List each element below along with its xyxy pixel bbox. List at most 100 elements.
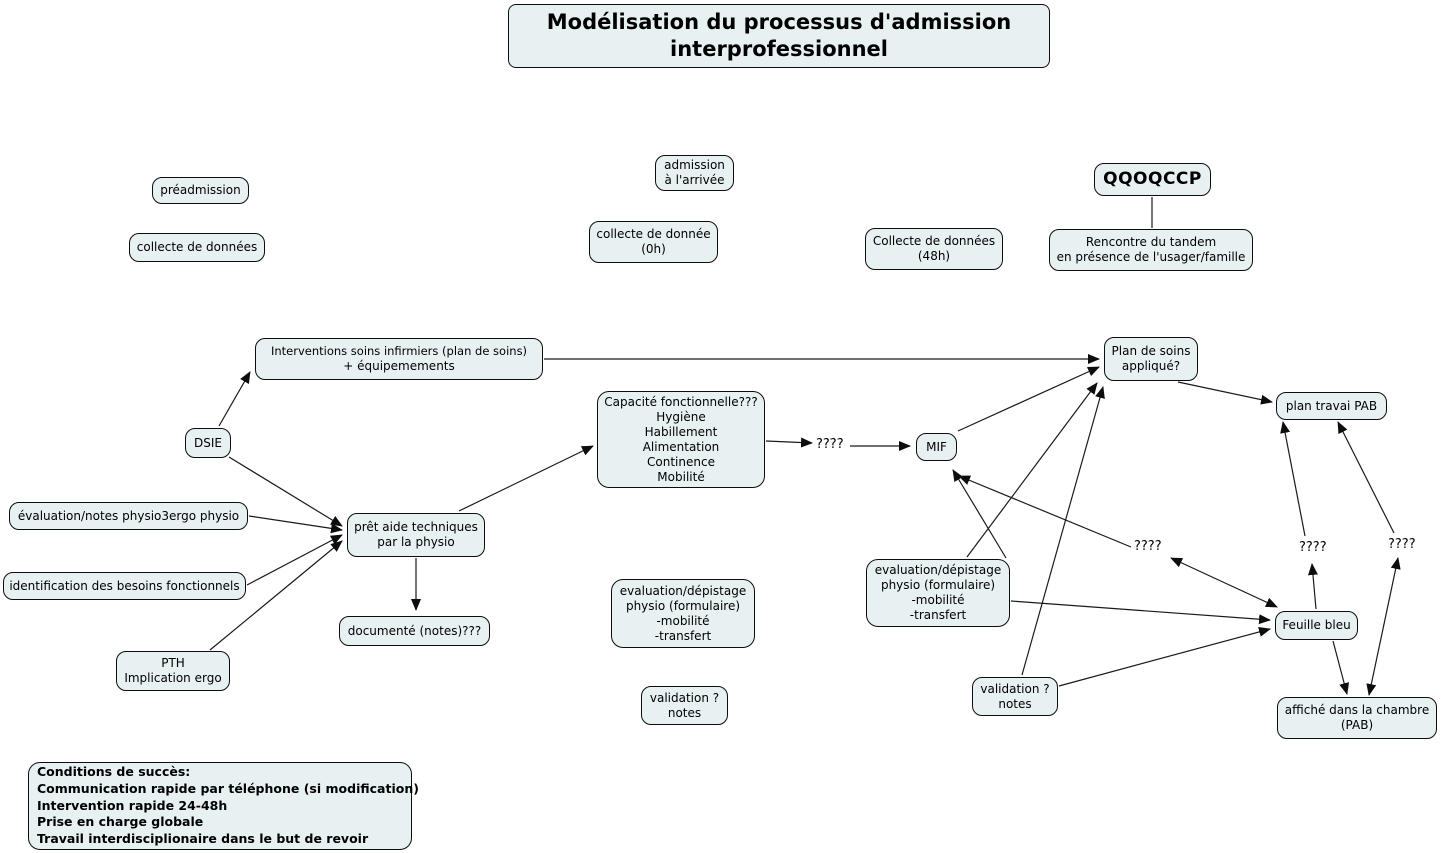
edge-qleft-mif bbox=[958, 475, 1132, 548]
node-capacite-line-5: Continence bbox=[647, 454, 715, 469]
node-mif[interactable]: MIF bbox=[916, 433, 957, 461]
edge-capacite-qmif bbox=[765, 437, 813, 448]
node-plan-travai-pab[interactable]: plan travai PAB bbox=[1276, 392, 1387, 420]
node-preadmission-label: préadmission bbox=[160, 183, 241, 197]
edge-evalright-feuille bbox=[1010, 600, 1271, 625]
node-eval-right-line-2: physio (formulaire) bbox=[880, 578, 996, 592]
edge-label-capacite-mif[interactable]: ???? bbox=[816, 437, 844, 452]
node-capacite-line-4: Alimentation bbox=[642, 439, 720, 454]
edge-validright-plansoins bbox=[1021, 386, 1105, 676]
node-conditions-de-succes[interactable]: Conditions de succès: Communication rapi… bbox=[28, 762, 419, 850]
node-feuille-bleu[interactable]: Feuille bleu bbox=[1275, 611, 1358, 640]
node-eval-right-line-4: -transfert bbox=[909, 608, 967, 622]
edge-validright-feuille bbox=[1058, 627, 1271, 687]
edge-evalright-mif bbox=[952, 469, 1007, 559]
edge-evalright-plansoins bbox=[966, 382, 1098, 558]
edge-qmid-plantravai bbox=[1280, 421, 1306, 537]
node-documente-label: documenté (notes)??? bbox=[347, 623, 482, 638]
conditions-line-3: Intervention rapide 24-48h bbox=[37, 797, 228, 813]
node-evaluation-depistage-right[interactable]: evaluation/dépistage physio (formulaire)… bbox=[866, 559, 1010, 627]
node-interventions-soins-infirmiers[interactable]: Interventions soins infirmiers (plan de … bbox=[255, 338, 543, 380]
edge-evalnotes-pret bbox=[248, 515, 343, 534]
edge-label-feuille-plantravai[interactable]: ???? bbox=[1299, 540, 1327, 555]
node-admission-line-1: admission bbox=[664, 158, 725, 172]
node-qqoqccp-label: QQOQCCP bbox=[1103, 169, 1202, 189]
node-admission-line-2: à l'arrivée bbox=[664, 173, 725, 187]
node-plan-soins-line-1: Plan de soins bbox=[1111, 344, 1191, 358]
node-validation-right-line-1: validation ? bbox=[980, 681, 1050, 696]
edge-affiche-qright bbox=[1366, 557, 1401, 696]
conditions-line-5: Travail interdisciplionaire dans le but … bbox=[37, 831, 369, 847]
node-preadmission[interactable]: préadmission bbox=[152, 177, 249, 204]
node-dsie[interactable]: DSIE bbox=[185, 428, 231, 458]
conditions-line-1: Conditions de succès: bbox=[37, 764, 191, 780]
edge-dsie-interventions bbox=[218, 371, 251, 427]
node-affiche-line-1: affiché dans la chambre bbox=[1284, 703, 1430, 717]
conditions-line-4: Prise en charge globale bbox=[37, 814, 204, 830]
node-mif-label: MIF bbox=[926, 439, 947, 454]
node-rencontre-line-2: en présence de l'usager/famille bbox=[1056, 250, 1246, 264]
node-plan-de-soins-applique[interactable]: Plan de soins appliqué? bbox=[1104, 337, 1198, 381]
node-validation-notes-center[interactable]: validation ? notes bbox=[641, 686, 728, 725]
node-collecte-pre-label: collecte de données bbox=[136, 240, 258, 254]
node-collecte-48h-line-1: Collecte de données bbox=[872, 234, 996, 248]
node-eval-center-line-3: -mobilité bbox=[656, 613, 710, 628]
node-capacite-line-2: Hygiène bbox=[656, 409, 706, 424]
edge-identification-pret bbox=[246, 534, 343, 586]
node-capacite-line-3: Habillement bbox=[644, 424, 718, 439]
node-rencontre-line-1: Rencontre du tandem bbox=[1085, 235, 1217, 249]
edge-mif-plansoins bbox=[957, 366, 1100, 432]
node-pth-implication-ergo[interactable]: PTH Implication ergo bbox=[116, 651, 230, 691]
node-documente-notes[interactable]: documenté (notes)??? bbox=[339, 616, 490, 646]
node-eval-center-line-2: physio (formulaire) bbox=[625, 598, 741, 613]
edge-label-affiche-plantravai[interactable]: ???? bbox=[1388, 537, 1416, 552]
node-validation-notes-right[interactable]: validation ? notes bbox=[972, 677, 1058, 716]
node-pth-line-1: PTH bbox=[161, 656, 185, 670]
node-validation-center-line-1: validation ? bbox=[649, 690, 720, 705]
edge-qright-plantravai bbox=[1337, 421, 1395, 534]
node-collecte-donnee-0h[interactable]: collecte de donnée (0h) bbox=[589, 221, 718, 263]
node-collecte-0h-line-1: collecte de donnée bbox=[596, 227, 711, 241]
node-plan-travai-label: plan travai PAB bbox=[1285, 398, 1378, 413]
node-collecte-donnees-48h[interactable]: Collecte de données (48h) bbox=[865, 228, 1003, 270]
node-title: Modélisation du processus d'admission in… bbox=[508, 4, 1050, 68]
node-identification-label: identification des besoins fonctionnels bbox=[9, 578, 240, 593]
node-eval-right-line-3: -mobilité bbox=[911, 593, 965, 607]
title-line-1: Modélisation du processus d'admission bbox=[546, 10, 1012, 34]
node-evaluation-notes-physio-ergo[interactable]: évaluation/notes physio3ergo physio bbox=[9, 502, 248, 530]
node-dsie-label: DSIE bbox=[194, 435, 222, 450]
conditions-line-2: Communication rapide par téléphone (si m… bbox=[37, 780, 419, 796]
node-capacite-fonctionnelle[interactable]: Capacité fonctionnelle??? Hygiène Habill… bbox=[597, 391, 765, 488]
node-eval-notes-label: évaluation/notes physio3ergo physio bbox=[17, 508, 240, 523]
node-collecte-48h-line-2: (48h) bbox=[917, 249, 951, 263]
node-collecte-donnees-preadmission[interactable]: collecte de données bbox=[129, 233, 265, 262]
edge-qleft-feuille bbox=[1170, 557, 1278, 608]
node-pret-line-2: par la physio bbox=[377, 535, 455, 549]
node-eval-right-line-1: evaluation/dépistage bbox=[874, 563, 1002, 577]
node-eval-center-line-1: evaluation/dépistage bbox=[619, 583, 747, 598]
edge-label-mif-feuille[interactable]: ???? bbox=[1134, 539, 1162, 554]
node-collecte-0h-line-2: (0h) bbox=[641, 242, 666, 256]
edge-feuille-qmid bbox=[1307, 563, 1318, 610]
node-evaluation-depistage-center[interactable]: evaluation/dépistage physio (formulaire)… bbox=[611, 579, 755, 648]
edge-feuille-affiche bbox=[1332, 640, 1350, 695]
node-pret-line-1: prêt aide techniques bbox=[354, 520, 478, 534]
node-pret-aide-techniques[interactable]: prêt aide techniques par la physio bbox=[347, 513, 485, 557]
node-affiche-chambre-pab[interactable]: affiché dans la chambre (PAB) bbox=[1277, 697, 1437, 739]
node-eval-center-line-4: -transfert bbox=[654, 628, 712, 643]
node-identification-besoins[interactable]: identification des besoins fonctionnels bbox=[3, 572, 246, 600]
node-plan-soins-line-2: appliqué? bbox=[1121, 359, 1181, 373]
node-affiche-line-2: (PAB) bbox=[1340, 718, 1374, 732]
node-pth-line-2: Implication ergo bbox=[124, 671, 222, 685]
edge-dsie-pret bbox=[228, 456, 343, 527]
node-admission-arrivee[interactable]: admission à l'arrivée bbox=[655, 155, 734, 191]
node-interventions-line-2: + équipemements bbox=[343, 359, 455, 373]
node-validation-right-line-2: notes bbox=[998, 696, 1032, 711]
title-line-2: interprofessionnel bbox=[670, 37, 888, 61]
node-validation-center-line-2: notes bbox=[667, 705, 702, 720]
node-qqoqccp[interactable]: QQOQCCP bbox=[1094, 163, 1211, 196]
node-capacite-line-6: Mobilité bbox=[657, 469, 705, 484]
node-rencontre-tandem[interactable]: Rencontre du tandem en présence de l'usa… bbox=[1049, 229, 1253, 271]
